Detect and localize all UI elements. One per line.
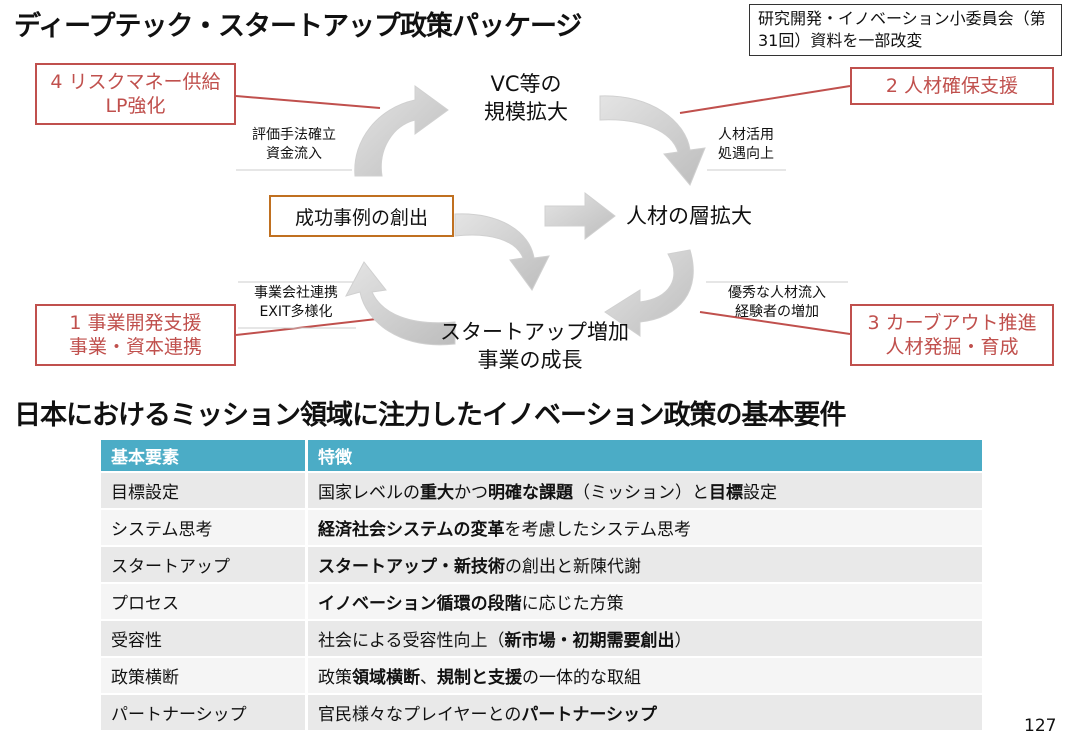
feature-text: に応じた方策 [521, 594, 624, 614]
table-cell-element: プロセス [101, 584, 308, 619]
connector-line-3 [699, 311, 851, 335]
table-cell-feature: 政策領域横断、規制と支援の一体的な取組 [308, 658, 982, 693]
table-cell-feature: 国家レベルの重大かつ明確な課題（ミッション）と目標設定 [308, 473, 982, 508]
node-startup-growth: スタートアップ増加 事業の成長 [440, 318, 629, 374]
feature-text-bold: 領域横断 [352, 668, 420, 688]
page-number: 127 [1024, 716, 1057, 736]
label-evaluation: 評価手法確立 資金流入 [240, 126, 348, 164]
connector-line-4 [235, 95, 381, 109]
feature-text-bold: 重大 [420, 483, 454, 503]
policy-box-1: 1 事業開発支援 事業・資本連携 [35, 304, 236, 366]
node-startup-growth-line2: 事業の成長 [477, 348, 583, 372]
arrow-straight-right-icon [544, 191, 616, 241]
node-vc-scale: VC等の 規模拡大 [466, 70, 586, 126]
feature-text-bold: 新市場・初期需要創出 [504, 631, 675, 651]
label-corporate-link-line1: 事業会社連携 [254, 285, 338, 301]
table-cell-element: スタートアップ [101, 547, 308, 582]
feature-text: かつ [454, 483, 488, 503]
table-cell-element: システム思考 [101, 510, 308, 545]
table-cell-element: 目標設定 [101, 473, 308, 508]
header-feature: 特徴 [308, 440, 982, 471]
requirements-table: 基本要素 特徴 目標設定国家レベルの重大かつ明確な課題（ミッション）と目標設定シ… [101, 438, 982, 732]
feature-text: 社会による受容性向上（ [318, 631, 505, 651]
label-evaluation-line1: 評価手法確立 [252, 127, 336, 143]
table-row: パートナーシップ官民様々なプレイヤーとのパートナーシップ [101, 695, 982, 730]
arrow-bottom-right-icon [604, 249, 694, 337]
page-title: ディープテック・スタートアップ政策パッケージ [14, 11, 582, 42]
label-talent-inflow: 優秀な人材流入 経験者の増加 [712, 284, 842, 322]
policy-box-4-line1: 4 リスクマネー供給 [50, 71, 221, 93]
feature-text: ） [674, 631, 692, 651]
node-success-cases: 成功事例の創出 [269, 195, 454, 237]
feature-text: 設定 [743, 483, 777, 503]
label-talent-inflow-line2: 経験者の増加 [735, 304, 819, 320]
feature-text: の一体的な取組 [522, 668, 641, 688]
table-row: 受容性社会による受容性向上（新市場・初期需要創出） [101, 621, 982, 656]
policy-box-1-line1: 1 事業開発支援 [69, 312, 202, 334]
feature-text-bold: 規制と支援 [437, 668, 522, 688]
policy-box-4-line2: LP強化 [105, 95, 166, 117]
table-row: スタートアップスタートアップ・新技術の創出と新陳代謝 [101, 547, 982, 582]
feature-text-bold: 明確な課題 [488, 483, 573, 503]
table-cell-feature: スタートアップ・新技術の創出と新陳代謝 [308, 547, 982, 582]
feature-text-bold: パートナーシップ [521, 705, 657, 725]
feature-text: の創出と新陳代謝 [505, 557, 641, 577]
section-title: 日本におけるミッション領域に注力したイノベーション政策の基本要件 [14, 400, 846, 431]
node-vc-scale-line2: 規模拡大 [484, 100, 568, 124]
policy-box-3-line1: 3 カーブアウト推進 [867, 312, 1037, 334]
node-success-cases-label: 成功事例の創出 [294, 206, 428, 229]
label-talent-inflow-line1: 優秀な人材流入 [728, 285, 826, 301]
policy-box-3-line2: 人材発掘・育成 [885, 336, 1019, 358]
table-cell-element: 受容性 [101, 621, 308, 656]
node-startup-growth-line1: スタートアップ増加 [440, 320, 629, 344]
policy-box-4: 4 リスクマネー供給 LP強化 [35, 63, 236, 125]
table-cell-element: 政策横断 [101, 658, 308, 693]
feature-text-bold: 経済社会システムの変革 [318, 520, 505, 540]
policy-box-2: 2 人材確保支援 [850, 67, 1054, 105]
connector-line-2 [679, 85, 851, 114]
node-vc-scale-line1: VC等の [490, 72, 562, 96]
policy-box-2-line1: 2 人材確保支援 [885, 75, 1019, 97]
arrow-bottom-left-icon [345, 261, 456, 346]
table-row: 目標設定国家レベルの重大かつ明確な課題（ミッション）と目標設定 [101, 473, 982, 508]
feature-text: （ミッション）と [573, 483, 709, 503]
feature-text: 国家レベルの [318, 483, 420, 503]
table-cell-feature: 社会による受容性向上（新市場・初期需要創出） [308, 621, 982, 656]
table-cell-element: パートナーシップ [101, 695, 308, 730]
label-talent-use-line2: 処遇向上 [718, 146, 774, 162]
feature-text: 、 [420, 668, 437, 688]
table-cell-feature: イノベーション循環の段階に応じた方策 [308, 584, 982, 619]
policy-box-3: 3 カーブアウト推進 人材発掘・育成 [850, 304, 1054, 366]
source-note: 研究開発・イノベーション小委員会（第31回）資料を一部改変 [749, 4, 1062, 56]
label-talent-use: 人材活用 処遇向上 [708, 126, 784, 164]
feature-text: 政策 [318, 668, 352, 688]
table-row: システム思考経済社会システムの変革を考慮したシステム思考 [101, 510, 982, 545]
connector-line-1 [235, 317, 386, 336]
feature-text-bold: イノベーション循環の段階 [318, 594, 522, 614]
arrow-top-right-icon [599, 95, 706, 186]
label-corporate-link-line2: EXIT多様化 [259, 304, 333, 320]
arrow-top-left-icon [354, 85, 449, 177]
header-element: 基本要素 [101, 440, 308, 471]
table-header-row: 基本要素 特徴 [101, 440, 982, 471]
table-row: 政策横断政策領域横断、規制と支援の一体的な取組 [101, 658, 982, 693]
table-cell-feature: 官民様々なプレイヤーとのパートナーシップ [308, 695, 982, 730]
label-evaluation-line2: 資金流入 [266, 146, 322, 162]
table-row: プロセスイノベーション循環の段階に応じた方策 [101, 584, 982, 619]
feature-text: を考慮したシステム思考 [504, 520, 692, 540]
label-corporate-link: 事業会社連携 EXIT多様化 [238, 284, 354, 322]
policy-box-1-line2: 事業・資本連携 [68, 336, 202, 358]
node-talent-pool: 人材の層拡大 [626, 204, 752, 228]
table-cell-feature: 経済社会システムの変革を考慮したシステム思考 [308, 510, 982, 545]
cycle-diagram [235, 85, 851, 346]
label-talent-use-line1: 人材活用 [718, 127, 774, 143]
feature-text: 官民様々なプレイヤーとの [318, 705, 522, 725]
feature-text-bold: スタートアップ・新技術 [318, 557, 505, 577]
feature-text-bold: 目標 [709, 483, 743, 503]
arrow-center-down-icon [454, 213, 550, 291]
